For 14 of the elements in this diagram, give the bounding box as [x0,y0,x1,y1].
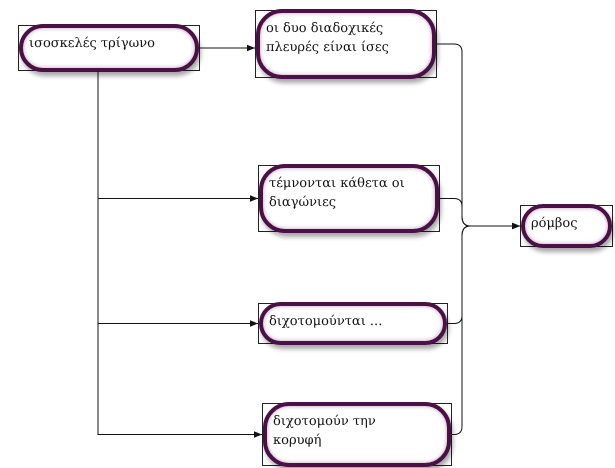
node-text: διχοτομούν την κορυφή [273,413,377,450]
process-box [258,165,440,232]
node-text: ρόμβος [531,215,579,233]
process-box [258,303,448,344]
process-box [18,25,200,71]
process-box [520,205,613,247]
node-text: οι δυο διαδοχικές πλευρές είναι ίσες [266,20,390,57]
arrow [452,222,520,435]
process-box [255,10,437,78]
arrow [200,44,256,52]
process-box [262,403,452,466]
node-text: διχοτομούνται ... [269,313,384,331]
node-text: ισοσκελές τρίγωνο [29,35,156,53]
node-text: τέμνονται κάθετα οι διαγώνιες [269,175,406,212]
